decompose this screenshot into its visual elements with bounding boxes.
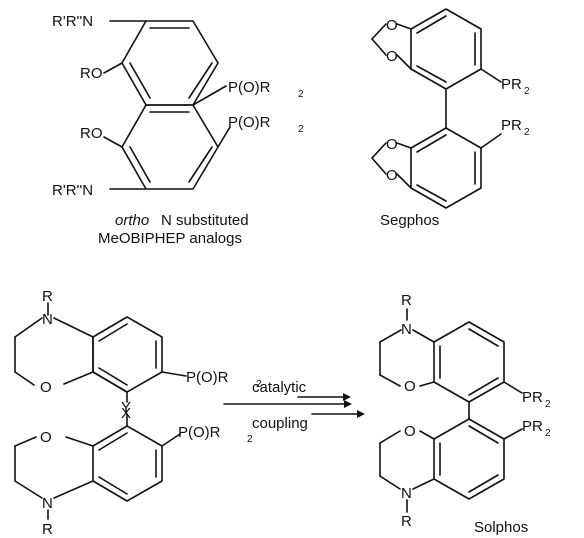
step-arrows [297,393,365,418]
rrn-label-bottom: R'R''N [52,182,93,199]
segphos-o-4: O [386,167,398,184]
caption-ortho-rest: N substituted [161,212,249,229]
y-label: Y [121,399,131,416]
segphos-pr-bottom: PR [501,117,522,134]
solphos-n-bottom: N [401,485,412,502]
subscript-two: 2 [298,89,304,100]
meobiphep-analog-structure [103,20,231,190]
solphos-pr-bottom: PR [522,418,543,435]
caption-ortho-italic: ortho [115,212,149,229]
monomer-x-po: P(O)R [186,369,229,386]
solphos-structure [379,308,523,513]
subscript-two: 2 [524,127,530,138]
caption-meobiphep: MeOBIPHEP analogs [98,230,242,247]
ro-label-bottom: RO [80,125,103,142]
solphos-n-top: N [401,321,412,338]
caption-segphos: Segphos [380,212,439,229]
solphos-r-bottom: R [401,513,412,530]
monomer-x-n: N [42,311,53,328]
segphos-o-3: O [386,136,398,153]
subscript-two: 2 [247,434,253,445]
rrn-label-top: R'R''N [52,13,93,30]
monomer-y-o: O [40,429,52,446]
x-label: X [121,405,131,422]
caption-solphos: Solphos [474,519,528,536]
segphos-structure [371,8,502,209]
segphos-o-2: O [386,48,398,65]
solphos-pr-top: PR [522,389,543,406]
monomer-x-r: R [42,288,53,305]
reaction-arrow [223,400,352,408]
monomer-y-structure [14,413,181,520]
subscript-two: 2 [545,428,551,439]
monomer-y-po: P(O)R [178,424,221,441]
solphos-o-bottom: O [404,423,416,440]
monomer-x-o: O [40,379,52,396]
monomer-y-n: N [42,495,53,512]
arrow-label-coupling: coupling [252,415,308,432]
arrow-label-catalytic: catalytic [252,379,307,396]
segphos-pr-top: PR [501,76,522,93]
solphos-r-top: R [401,292,412,309]
po-label-top: P(O)R [228,79,271,96]
monomer-y-r: R [42,521,53,538]
monomer-x-structure [14,302,187,403]
subscript-two: 2 [256,379,262,390]
subscript-two: 2 [524,86,530,97]
subscript-two: 2 [545,399,551,410]
ro-label-top: RO [80,65,103,82]
segphos-o-1: O [386,17,398,34]
po-label-bottom: P(O)R [228,114,271,131]
subscript-two: 2 [298,124,304,135]
solphos-o-top: O [404,378,416,395]
